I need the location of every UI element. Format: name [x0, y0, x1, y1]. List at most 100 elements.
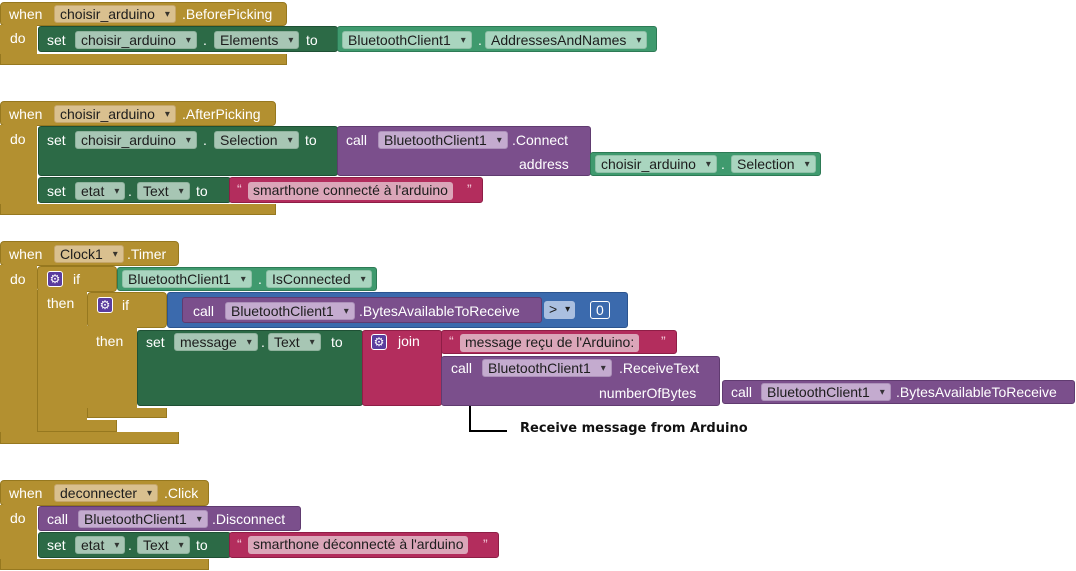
do-label: do	[10, 271, 26, 287]
call-label: call	[346, 132, 368, 148]
component-dropdown[interactable]: choisir_arduino	[595, 155, 717, 173]
dot: .	[478, 32, 482, 48]
if-body	[87, 326, 137, 410]
gear-icon[interactable]: ⚙	[371, 334, 387, 350]
event-disconnect-click[interactable]: when deconnecter .Click	[0, 480, 209, 506]
component-dropdown[interactable]: etat	[75, 536, 126, 554]
operator-dropdown[interactable]: >	[544, 301, 576, 319]
event-after-picking[interactable]: when choisir_arduino .AfterPicking	[0, 101, 276, 126]
event-body	[0, 25, 37, 55]
component-dropdown[interactable]: BluetoothClient1	[378, 131, 508, 149]
text-value[interactable]: smarthone déconnecté à l'arduino	[248, 536, 469, 554]
when-label: when	[9, 6, 43, 22]
open-quote-icon: “	[237, 181, 242, 197]
call-label: call	[451, 360, 473, 376]
number-field[interactable]: 0	[590, 301, 610, 319]
property-dropdown[interactable]: Elements	[214, 31, 300, 49]
event-footer	[0, 54, 287, 65]
when-label: when	[9, 485, 43, 501]
annotation-text: Receive message from Arduino	[520, 421, 748, 436]
set-label: set	[146, 334, 165, 350]
set-label: set	[47, 183, 66, 199]
component-dropdown[interactable]: BluetoothClient1	[78, 510, 208, 528]
component-dropdown[interactable]: BluetoothClient1	[122, 270, 252, 288]
event-name: .AfterPicking	[182, 106, 261, 122]
getter-block[interactable]: BluetoothClient1 . AddressesAndNames	[337, 26, 657, 52]
set-label: set	[47, 132, 66, 148]
if-footer	[37, 420, 117, 432]
set-label: set	[47, 32, 66, 48]
event-before-picking[interactable]: when choisir_arduino .BeforePicking	[0, 2, 287, 26]
call-label: call	[193, 303, 215, 319]
if-body	[37, 290, 87, 422]
property-dropdown[interactable]: Selection	[731, 155, 816, 173]
call-connect-block[interactable]: call BluetoothClient1 .Connect address	[337, 126, 591, 176]
property-dropdown[interactable]: AddressesAndNames	[485, 31, 648, 49]
call-receive-text-block[interactable]: call BluetoothClient1 .ReceiveText numbe…	[441, 356, 720, 406]
component-dropdown[interactable]: message	[174, 333, 258, 351]
to-label: to	[306, 32, 318, 48]
call-disconnect-block[interactable]: call BluetoothClient1 .Disconnect	[38, 506, 301, 531]
event-name: .Click	[164, 485, 199, 501]
method-name: .Disconnect	[212, 511, 286, 527]
set-property-block[interactable]: set message . Text to	[137, 330, 363, 406]
component-dropdown[interactable]: deconnecter	[54, 484, 159, 502]
component-dropdown[interactable]: choisir_arduino	[75, 31, 197, 49]
dot: .	[258, 271, 262, 287]
dot: .	[203, 132, 207, 148]
text-value[interactable]: message reçu de l'Arduino:	[460, 334, 640, 352]
text-block[interactable]: “ smarthone connecté à l'arduino ”	[229, 177, 483, 203]
property-dropdown[interactable]: IsConnected	[266, 270, 372, 288]
call-block[interactable]: call BluetoothClient1 .BytesAvailableToR…	[722, 380, 1075, 404]
if-label: if	[122, 297, 129, 313]
gear-icon[interactable]: ⚙	[97, 297, 113, 313]
to-label: to	[196, 537, 208, 553]
property-dropdown[interactable]: Text	[137, 536, 190, 554]
open-quote-icon: “	[237, 536, 242, 552]
component-dropdown[interactable]: BluetoothClient1	[225, 302, 355, 320]
join-label: join	[398, 333, 420, 349]
component-dropdown[interactable]: choisir_arduino	[54, 5, 176, 23]
method-name: .ReceiveText	[619, 360, 700, 376]
do-label: do	[10, 30, 26, 46]
event-footer	[0, 204, 276, 215]
set-property-block[interactable]: set etat . Text to	[38, 532, 231, 558]
dot: .	[721, 156, 725, 172]
then-label: then	[96, 333, 124, 349]
call-label: call	[731, 384, 753, 400]
event-body	[0, 125, 37, 205]
component-dropdown[interactable]: BluetoothClient1	[482, 359, 612, 377]
event-clock-timer[interactable]: when Clock1 .Timer	[0, 241, 179, 266]
component-dropdown[interactable]: choisir_arduino	[75, 131, 197, 149]
close-quote-icon: ”	[661, 333, 666, 349]
dot: .	[128, 537, 132, 553]
close-quote-icon: ”	[467, 181, 472, 197]
event-footer	[0, 432, 179, 444]
text-block[interactable]: “ message reçu de l'Arduino: ”	[441, 330, 677, 354]
dot: .	[261, 334, 265, 350]
property-dropdown[interactable]: Selection	[214, 131, 299, 149]
component-dropdown[interactable]: etat	[75, 182, 126, 200]
set-property-block[interactable]: set etat . Text to	[38, 177, 231, 203]
gear-icon[interactable]: ⚙	[47, 271, 63, 287]
call-block[interactable]: call BluetoothClient1 .BytesAvailableToR…	[182, 297, 542, 323]
if-label: if	[73, 271, 80, 287]
set-property-block[interactable]: set choisir_arduino . Elements to	[38, 26, 338, 52]
dot: .	[128, 183, 132, 199]
text-value[interactable]: smarthone connecté à l'arduino	[248, 182, 453, 200]
component-dropdown[interactable]: Clock1	[54, 245, 124, 263]
set-property-block[interactable]: set choisir_arduino . Selection to	[38, 126, 338, 176]
text-block[interactable]: “ smarthone déconnecté à l'arduino ”	[229, 532, 499, 558]
property-dropdown[interactable]: Text	[137, 182, 190, 200]
event-footer	[0, 559, 209, 570]
call-label: call	[47, 511, 69, 527]
method-name: .Connect	[512, 132, 569, 148]
component-dropdown[interactable]: choisir_arduino	[54, 105, 176, 123]
do-label: do	[10, 131, 26, 147]
do-label: do	[10, 510, 26, 526]
component-dropdown[interactable]: BluetoothClient1	[342, 31, 472, 49]
getter-block[interactable]: BluetoothClient1 . IsConnected	[117, 267, 377, 291]
getter-block[interactable]: choisir_arduino . Selection	[590, 152, 821, 176]
property-dropdown[interactable]: Text	[268, 333, 321, 351]
component-dropdown[interactable]: BluetoothClient1	[761, 383, 891, 401]
